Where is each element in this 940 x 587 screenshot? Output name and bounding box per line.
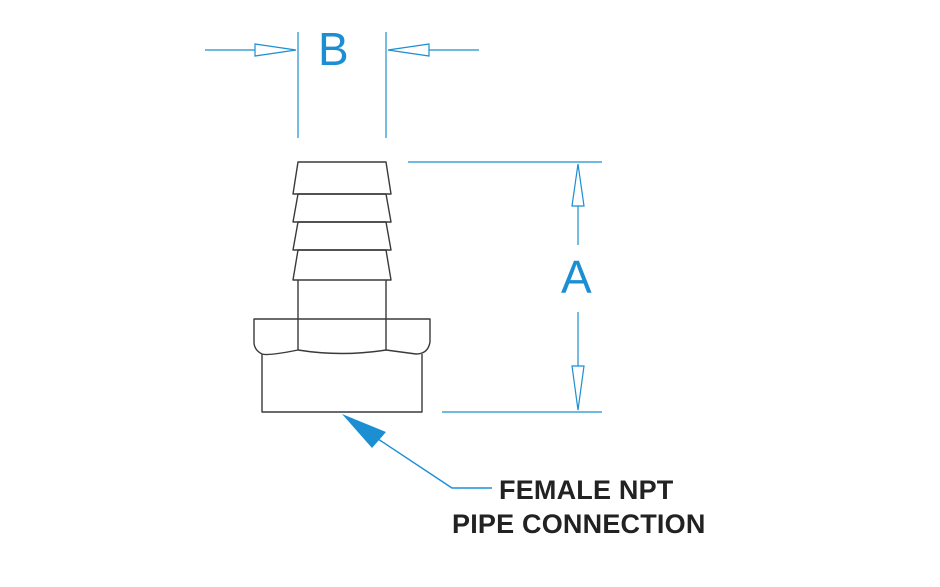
dimension-lines xyxy=(205,32,602,413)
a-arrow-top xyxy=(571,163,585,207)
b-arrow-left xyxy=(254,43,297,57)
barb-ridge-4 xyxy=(292,249,392,281)
dimension-label-b: B xyxy=(318,23,349,75)
callout-leader-line xyxy=(371,434,492,489)
dimension-label-a: A xyxy=(561,251,592,303)
barb-ridge-1 xyxy=(292,161,392,195)
callout-arrowhead xyxy=(342,414,386,448)
b-arrow-right xyxy=(387,43,430,57)
barb-shank xyxy=(297,280,387,319)
barb-ridge-2 xyxy=(292,193,392,223)
threaded-body xyxy=(261,354,423,413)
hex-nut xyxy=(253,318,431,356)
callout-leader xyxy=(342,414,492,489)
callout-note: FEMALE NPT PIPE CONNECTION xyxy=(452,473,752,541)
callout-line-2: PIPE CONNECTION xyxy=(452,509,706,539)
fitting-outline xyxy=(253,161,431,413)
callout-line-1: FEMALE NPT xyxy=(499,475,674,505)
a-arrow-bottom xyxy=(571,365,585,411)
barb-ridge-3 xyxy=(292,221,392,251)
